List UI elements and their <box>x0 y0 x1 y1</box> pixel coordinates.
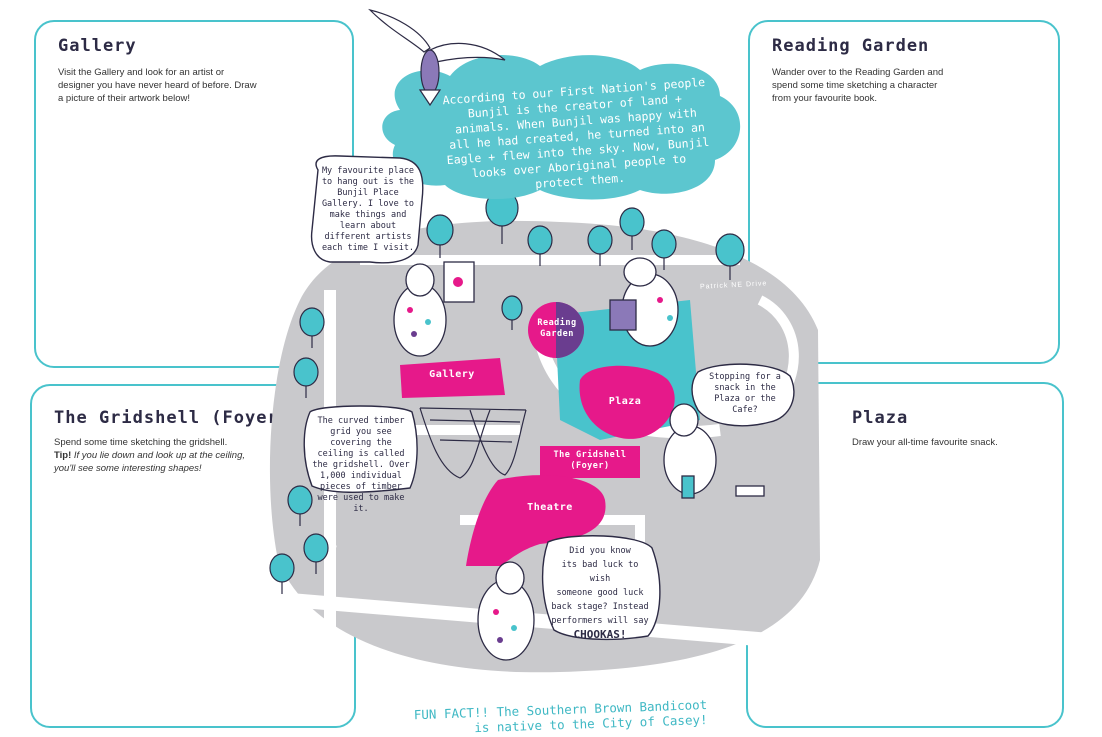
reading-garden-place-label[interactable]: Reading Garden <box>537 318 577 339</box>
magid-road-label: Magid Drive <box>330 511 337 560</box>
gridshell-text: Spend some time sketching the gridshell. <box>54 437 228 448</box>
gallery-instructions: Visit the Gallery and look for an artist… <box>58 67 257 104</box>
bunjil-story-text: According to our First Nation's people B… <box>442 74 710 192</box>
gallery-blob <box>400 358 505 398</box>
gallery-bubble-text: My favourite place to hang out is the Bu… <box>321 166 415 253</box>
theatre-blob <box>466 475 606 566</box>
eagle-illustration <box>368 8 506 107</box>
reading-garden-blob-right <box>556 302 584 358</box>
gallery-bubble-shape <box>310 155 424 264</box>
cloud-shape <box>382 55 741 200</box>
plaza-place-label[interactable]: Plaza <box>608 396 642 407</box>
theatre-line-3: someone good luck <box>556 588 644 598</box>
plaza-bubble-text: Stopping for a snack in the Plaza or the… <box>709 372 781 415</box>
gridshell-structure <box>419 407 527 479</box>
gallery-title: Gallery <box>58 36 137 56</box>
gridshell-instructions: Spend some time sketching the gridshell.… <box>54 436 254 475</box>
gridshell-place-label[interactable]: The Gridshell (Foyer) <box>553 450 627 471</box>
gridshell-bubble-shape <box>303 405 418 493</box>
gridshell-tip-label: Tip! <box>54 450 72 461</box>
theatre-line-2: its bad luck to wish <box>561 560 639 584</box>
gridshell-bubble-text: The curved timber grid you see covering … <box>312 416 410 514</box>
bandicoot-snacker <box>663 403 765 499</box>
gridshell-title: The Gridshell (Foyer) <box>54 408 290 428</box>
bandicoot-performer <box>477 561 535 661</box>
gridshell-blob <box>540 446 640 478</box>
theatre-line-6: CHOOKAS! <box>573 628 627 641</box>
gallery-panel[interactable]: Gallery Visit the Gallery and look for a… <box>34 20 354 368</box>
theatre-place-label[interactable]: Theatre <box>527 502 573 513</box>
plaza-title: Plaza <box>852 408 909 428</box>
theatre-line-4: back stage? Instead <box>551 602 649 612</box>
bandicoot-artist <box>393 261 475 357</box>
gallery-place-label[interactable]: Gallery <box>429 369 475 380</box>
reading-garden-title: Reading Garden <box>772 36 930 56</box>
gridshell-tip-text: If you lie down and look up at the ceili… <box>54 450 246 474</box>
bandicoot-reader <box>609 257 679 347</box>
theatre-line-1: Did you know <box>569 546 631 556</box>
theatre-line-5: performers will say <box>551 616 649 626</box>
plaza-blob <box>579 365 675 439</box>
theatre-bubble-text: Did you know its bad luck to wish someon… <box>550 544 650 642</box>
princes-road-label: Princes Highway <box>660 630 728 637</box>
plaza-instructions: Draw your all-time favourite snack. <box>852 437 998 448</box>
theatre-bubble-shape <box>541 535 661 641</box>
plaza-bubble-shape <box>691 363 795 427</box>
trees <box>269 189 745 594</box>
reading-garden-instructions: Wander over to the Reading Garden and sp… <box>772 67 944 104</box>
